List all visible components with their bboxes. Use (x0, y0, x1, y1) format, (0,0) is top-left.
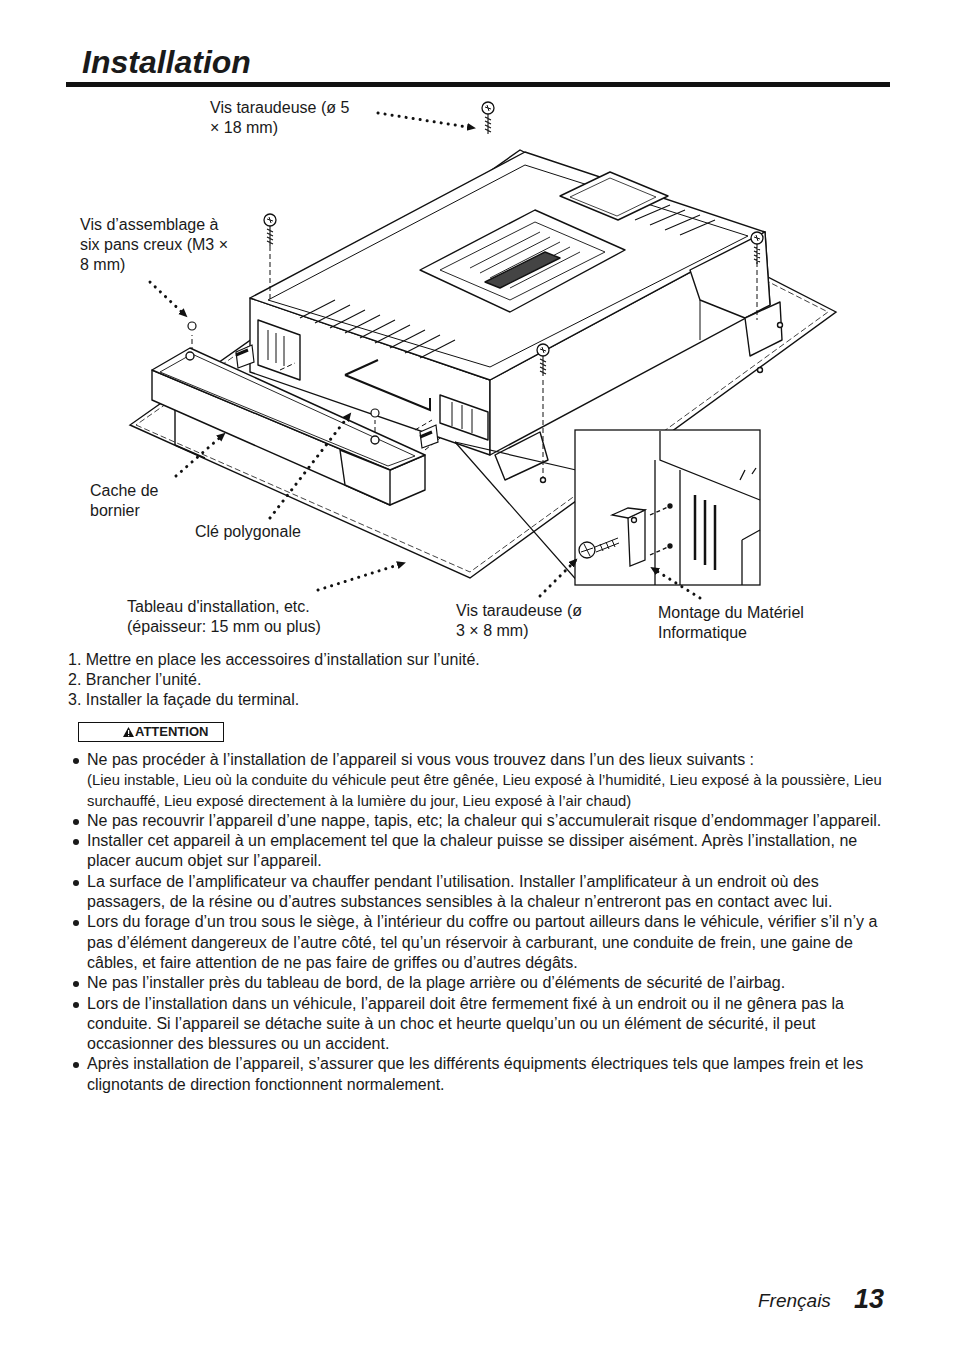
bullet-text: Après installation de l’appareil, s’assu… (87, 1055, 863, 1092)
bullet-dot (73, 880, 79, 886)
inset-detail (575, 430, 760, 585)
bullet-dot (73, 981, 79, 987)
bullet-text: Ne pas procéder à l’installation de l’ap… (87, 751, 754, 768)
screws (188, 102, 763, 437)
terminal-cover (152, 348, 425, 505)
warning-icon (123, 727, 134, 737)
bullet-note: (Lieu instable, Lieu où la conduite du v… (87, 770, 890, 811)
bullet-dot (73, 758, 79, 764)
bullet-item: Après installation de l’appareil, s’assu… (68, 1054, 890, 1095)
page-title: Installation (82, 44, 251, 81)
part-label: Vis taraudeuse (ø 5 × 18 mm) (210, 98, 350, 138)
page-number: 13 (854, 1284, 884, 1315)
bullet-dot (73, 920, 79, 926)
bullet-item: Ne pas l’installer près du tableau de bo… (68, 973, 890, 993)
bullet-item: Ne pas procéder à l’installation de l’ap… (68, 750, 890, 811)
bullet-item: Lors du forage d’un trou sous le siège, … (68, 912, 890, 973)
bullet-dot (73, 839, 79, 845)
bullet-text: Ne pas l’installer près du tableau de bo… (87, 974, 785, 991)
part-label: Montage du Matériel Informatique (658, 603, 843, 643)
bullet-dot (73, 1062, 79, 1068)
bullet-text: Installer cet appareil à un emplacement … (87, 832, 857, 869)
part-label: Tableau d'installation, etc. (épaisseur:… (127, 597, 377, 637)
bullet-text: Ne pas recouvrir l’appareil d’une nappe,… (87, 812, 881, 829)
warning-title: ATTENTION (135, 725, 208, 739)
step-text: 2. Brancher l’unité. (68, 670, 888, 690)
warning-box: ATTENTION (78, 722, 224, 742)
bullet-item: La surface de l’amplificateur va chauffe… (68, 872, 890, 913)
step-text: 1. Mettre en place les accessoires d’ins… (68, 650, 888, 670)
bullet-item: Installer cet appareil à un emplacement … (68, 831, 890, 872)
bullet-list: Ne pas procéder à l’installation de l’ap… (68, 750, 890, 1095)
title-rule (66, 82, 890, 87)
footer-language: Frençais (758, 1290, 831, 1312)
bullet-text: Lors de l’installation dans un véhicule,… (87, 995, 844, 1053)
bullet-item: Ne pas recouvrir l’appareil d’une nappe,… (68, 811, 890, 831)
part-label: Vis taraudeuse (ø 3 × 8 mm) (456, 601, 586, 641)
bullet-dot (73, 819, 79, 825)
bullet-dot (73, 1002, 79, 1008)
bullet-text: La surface de l’amplificateur va chauffe… (87, 873, 832, 910)
part-label: Clé polygonale (195, 522, 325, 542)
bullet-item: Lors de l’installation dans un véhicule,… (68, 994, 890, 1055)
inset-leader (455, 442, 580, 584)
part-label: Cache de bornier (90, 481, 180, 521)
step-text: 3. Installer la façade du terminal. (68, 690, 888, 710)
part-label: Vis d’assemblage à six pans creux (M3 × … (80, 215, 230, 275)
step-list: 1. Mettre en place les accessoires d’ins… (68, 650, 888, 710)
bullet-text: Lors du forage d’un trou sous le siège, … (87, 913, 877, 971)
leader-arrows (150, 113, 700, 598)
